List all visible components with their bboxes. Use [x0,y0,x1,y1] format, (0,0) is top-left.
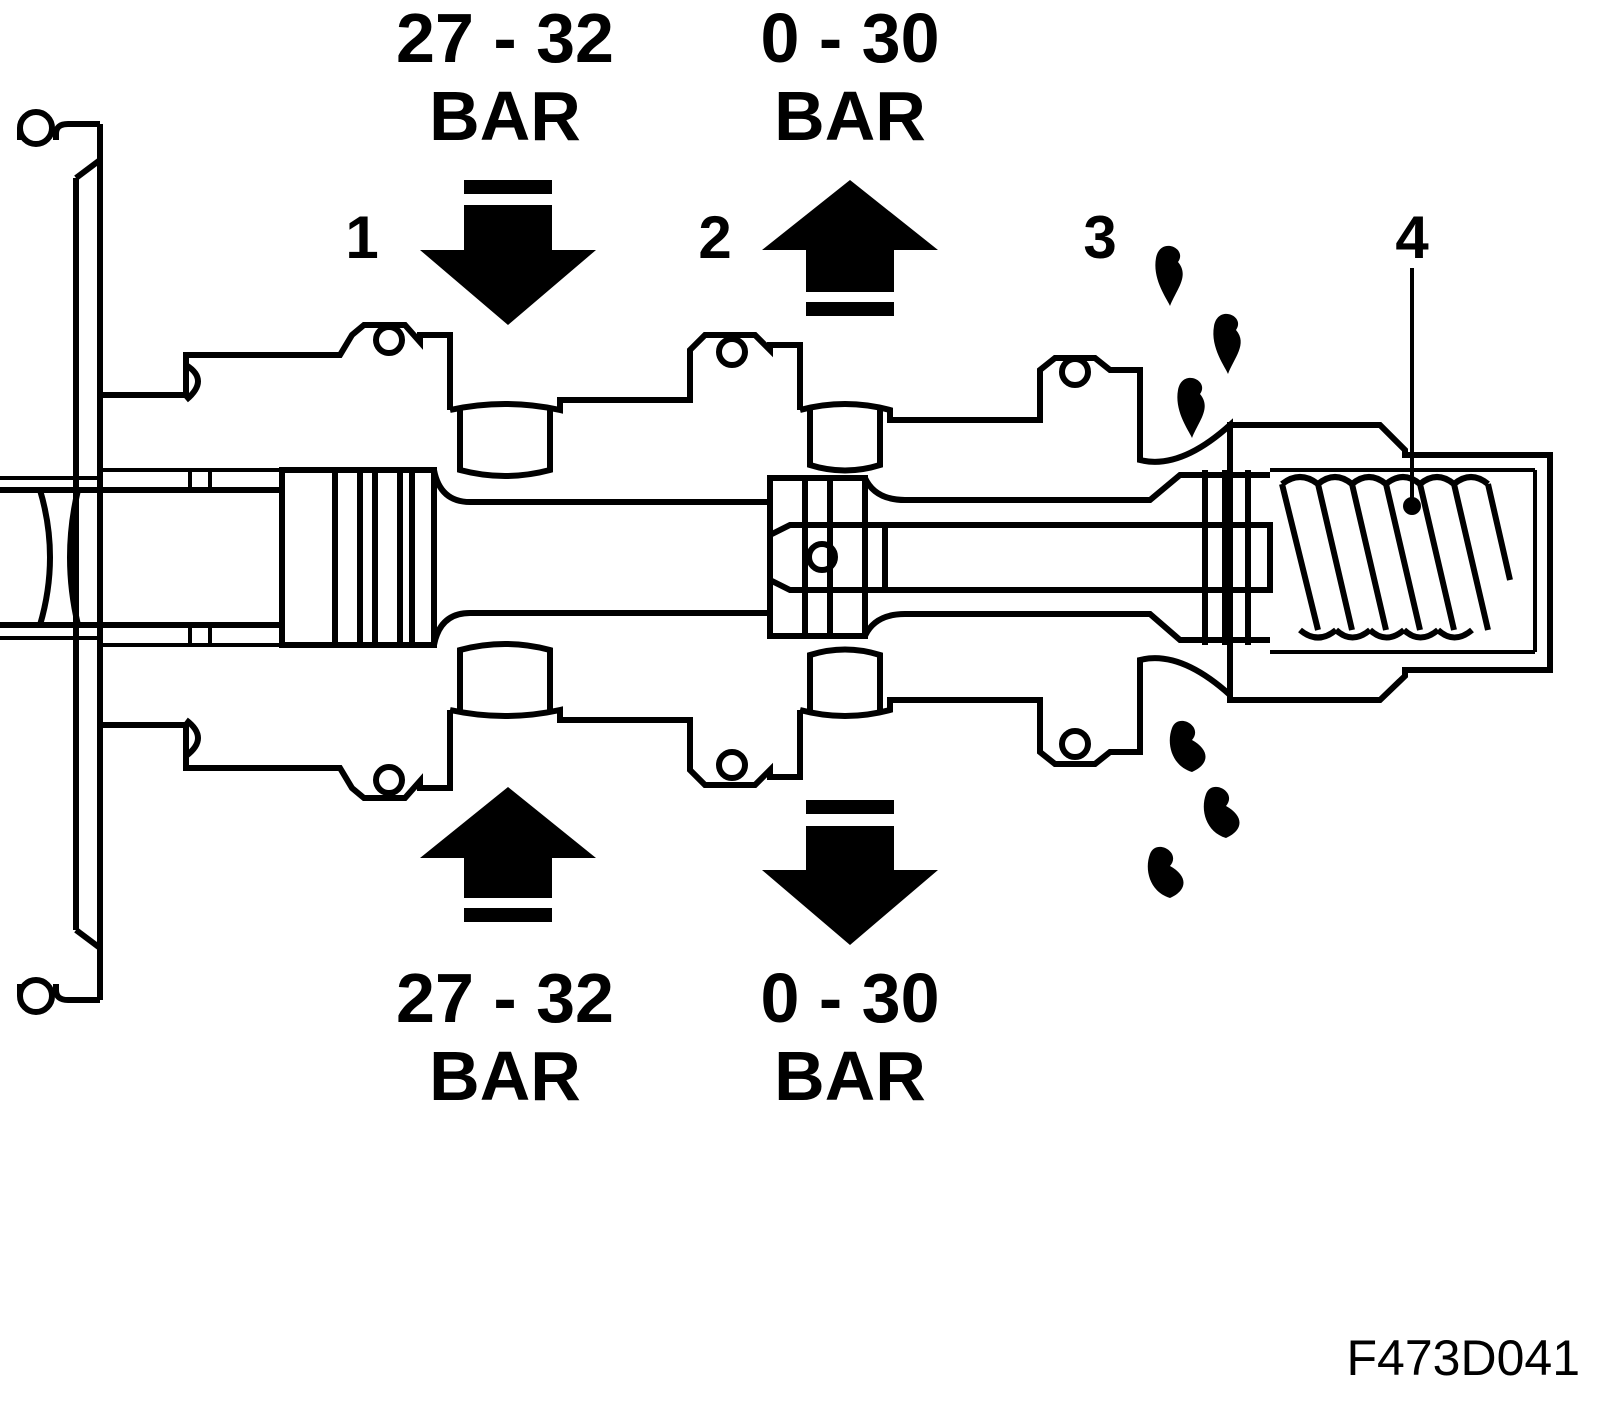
piston-head [279,467,437,648]
leak-droplets [1147,245,1241,898]
port-2-outflow-arrow-bottom [762,800,938,945]
port-2-top-unit: BAR [774,77,926,155]
mounting-flange [17,109,103,1015]
port-1-top-unit: BAR [429,77,581,155]
callout-1: 1 [345,204,378,271]
port-1-bottom-pressure: 27 - 32 [396,959,614,1037]
droplet [1203,786,1240,838]
seal-lower [1137,645,1233,702]
port-2-upper-bore [807,410,883,474]
spring-housing [1227,422,1553,703]
callout-3: 3 [1083,204,1116,271]
housing-upper-contour [100,322,1143,423]
port-2-top-pressure: 0 - 30 [761,0,940,77]
callout-2: 2 [698,204,731,271]
droplet [1213,313,1241,374]
port-2-lower-bore [807,646,883,710]
port-2-bottom-pressure: 0 - 30 [761,959,940,1037]
figure-reference-code: F473D041 [1347,1330,1581,1386]
port-2-bottom-unit: BAR [774,1037,926,1115]
port-1-bottom-unit: BAR [429,1037,581,1115]
inlet-tube [0,468,282,647]
spool-body [431,469,770,646]
port-1-lower-bore [457,641,553,710]
droplet [1169,684,1206,772]
port-1-inflow-arrow-bottom [420,787,596,922]
callout-4: 4 [1395,204,1429,271]
callout-4-leader-dot [1403,497,1421,515]
droplet [1177,377,1205,438]
port-1-inflow-arrow-top [420,180,596,325]
spool-pin [806,541,838,573]
port-1-top-pressure: 27 - 32 [396,0,614,77]
port-1-upper-bore [457,410,553,479]
droplet [1155,245,1183,306]
housing-lower-contour [100,697,1143,801]
o-rings [183,324,1091,796]
return-spring [1279,474,1513,641]
droplet [1147,846,1184,898]
port-2-outflow-arrow-top [762,180,938,316]
spool-valve [767,470,1273,645]
seal-upper [1137,418,1233,470]
